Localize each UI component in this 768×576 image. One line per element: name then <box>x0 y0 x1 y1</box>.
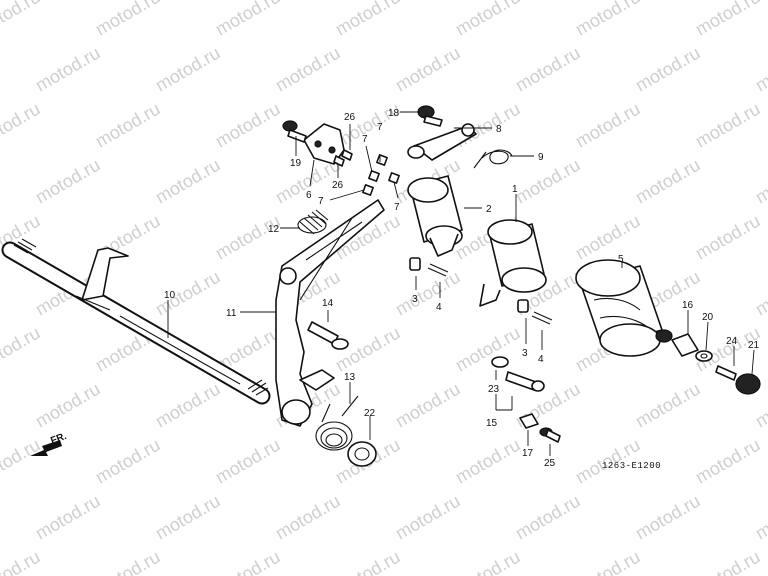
callout-7-d: 7 <box>394 202 400 213</box>
callout-1: 1 <box>512 184 518 195</box>
part-12-spring[interactable] <box>297 209 329 235</box>
part-13-return-spring[interactable] <box>315 395 359 451</box>
part-22-collar[interactable] <box>347 441 377 467</box>
callout-24: 24 <box>726 336 738 347</box>
callout-12: 12 <box>268 224 280 235</box>
part-15-pin-assembly[interactable] <box>505 371 545 392</box>
part-18-bolt[interactable] <box>417 105 443 127</box>
part-10-gearshift-spindle[interactable] <box>1 238 271 405</box>
direction-label: FR. <box>49 431 68 447</box>
callout-18: 18 <box>388 108 400 119</box>
part-4-cotter-pin-left[interactable] <box>427 263 449 277</box>
part-1-shift-fork-center[interactable] <box>479 219 547 307</box>
callout-13: 13 <box>344 372 356 383</box>
callout-17: 17 <box>522 448 534 459</box>
part-21-switch-rotor[interactable] <box>735 373 761 395</box>
callout-3-left: 3 <box>412 294 418 305</box>
callout-26-top: 26 <box>344 112 356 123</box>
callout-20: 20 <box>702 312 714 323</box>
callout-19: 19 <box>290 158 302 169</box>
callout-21: 21 <box>748 340 760 351</box>
callout-10: 10 <box>164 290 176 301</box>
part-16-plate[interactable] <box>671 333 699 357</box>
callout-22: 22 <box>364 408 376 419</box>
callout-8: 8 <box>496 124 502 135</box>
callout-4-left: 4 <box>436 302 442 313</box>
callout-16: 16 <box>682 300 694 311</box>
part-9-stopper-arm-spring[interactable] <box>473 149 513 169</box>
callout-labels: 10 11 12 14 13 22 19 6 26 26 7 7 7 7 18 … <box>164 108 760 469</box>
callout-15: 15 <box>486 418 498 429</box>
callout-26-bottom: 26 <box>332 180 344 191</box>
callout-2: 2 <box>486 204 492 215</box>
part-4-cotter-pin-right[interactable] <box>531 311 553 325</box>
callout-7-a: 7 <box>362 134 368 145</box>
part-7-shift-drum-pins[interactable] <box>362 154 400 196</box>
callout-7-c: 7 <box>318 196 324 207</box>
diagram-code: 1263-E1200 <box>602 461 661 471</box>
part-24-screw[interactable] <box>715 365 737 381</box>
part-2-shift-fork-left[interactable] <box>407 175 463 257</box>
leader-lines <box>167 111 755 456</box>
callout-11: 11 <box>226 308 237 319</box>
callout-4-right: 4 <box>538 354 544 365</box>
front-direction-arrow: FR. <box>30 431 68 456</box>
callout-14: 14 <box>322 298 334 309</box>
callout-5: 5 <box>618 254 624 265</box>
part-20-washer[interactable] <box>695 350 713 362</box>
part-19-bolt[interactable] <box>282 120 307 143</box>
callout-7-b: 7 <box>377 122 383 133</box>
part-3-guide-pin-left[interactable] <box>409 257 421 271</box>
part-3-guide-pin-right[interactable] <box>517 299 529 313</box>
part-26-pin[interactable] <box>333 149 353 167</box>
callout-23: 23 <box>488 384 500 395</box>
part-11-shift-arm[interactable] <box>275 199 385 427</box>
part-14-pin[interactable] <box>307 321 349 350</box>
callout-3-right: 3 <box>522 348 528 359</box>
part-23-washer[interactable] <box>491 356 509 368</box>
callout-9: 9 <box>538 152 544 163</box>
callout-6: 6 <box>306 190 312 201</box>
part-17-clip[interactable] <box>519 413 539 429</box>
part-5-shift-drum[interactable] <box>575 259 673 357</box>
callout-25: 25 <box>544 458 556 469</box>
part-25-bolt[interactable] <box>539 427 561 443</box>
part-8-stopper-arm[interactable] <box>407 123 477 161</box>
